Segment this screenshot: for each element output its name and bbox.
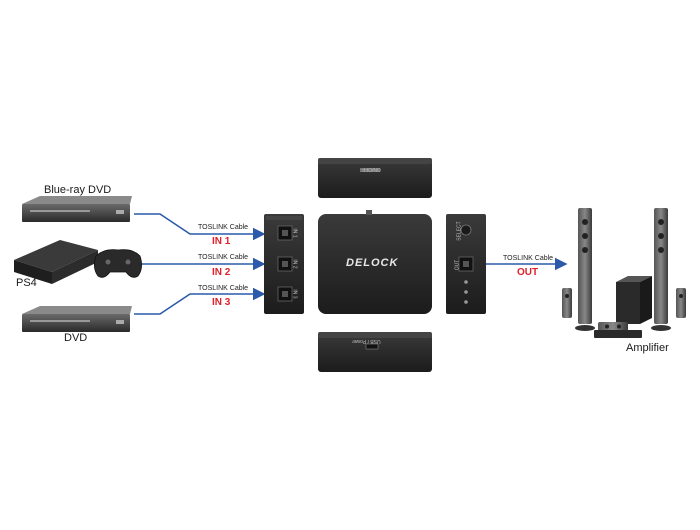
cable-in3	[134, 287, 266, 315]
cable-label-out: TOSLINK Cable	[503, 255, 554, 262]
dvd-player	[22, 306, 132, 332]
amplifier-unit	[594, 330, 642, 338]
port-label-in3: IN 3	[212, 297, 231, 308]
top-panel-label: ON/OFF	[362, 166, 381, 172]
gamepad-icon	[94, 249, 142, 278]
usb-port	[365, 343, 379, 350]
bluray-player	[22, 196, 132, 222]
satellite-speaker-right	[676, 288, 686, 318]
toslink-port-in1	[277, 225, 293, 241]
center-speaker	[598, 322, 628, 331]
tower-speaker-left	[575, 208, 595, 331]
ps4-label: PS4	[16, 277, 37, 289]
satellite-speaker-left	[562, 288, 572, 318]
cable-in1	[134, 213, 266, 241]
cable-label-in1: TOSLINK Cable	[198, 224, 249, 231]
port-label-in2: IN 2	[212, 267, 231, 278]
ps4-console	[14, 240, 98, 284]
select-button	[460, 224, 472, 236]
subwoofer	[616, 276, 652, 324]
tower-speaker-right	[651, 208, 671, 331]
side-out-label: OUT	[454, 259, 461, 271]
speaker-system	[562, 208, 686, 338]
cable-label-in3: TOSLINK Cable	[198, 285, 249, 292]
side-in3-label: IN 3	[291, 289, 298, 299]
toslink-port-out	[458, 256, 474, 272]
port-label-in1: IN 1	[212, 236, 231, 247]
cable-label-in2: TOSLINK Cable	[198, 254, 249, 261]
side-in2-label: IN 2	[291, 259, 298, 269]
side-select-label: SELECT	[456, 221, 463, 241]
side-in1-label: IN 1	[291, 228, 298, 238]
dvd-label: DVD	[64, 332, 88, 344]
amplifier-label: Amplifier	[626, 342, 669, 354]
toslink-port-in2	[277, 256, 293, 272]
top-panel	[318, 158, 432, 198]
port-label-out: OUT	[517, 267, 539, 278]
bottom-panel	[318, 332, 432, 372]
input-panel	[264, 214, 304, 314]
brand-logo: DELOCK	[346, 257, 399, 269]
output-panel	[446, 214, 486, 314]
toslink-port-in3	[277, 286, 293, 302]
bottom-panel-label: USB / Power	[352, 338, 381, 344]
bluray-label: Blue-ray DVD	[44, 184, 112, 196]
switch-box	[318, 210, 432, 314]
